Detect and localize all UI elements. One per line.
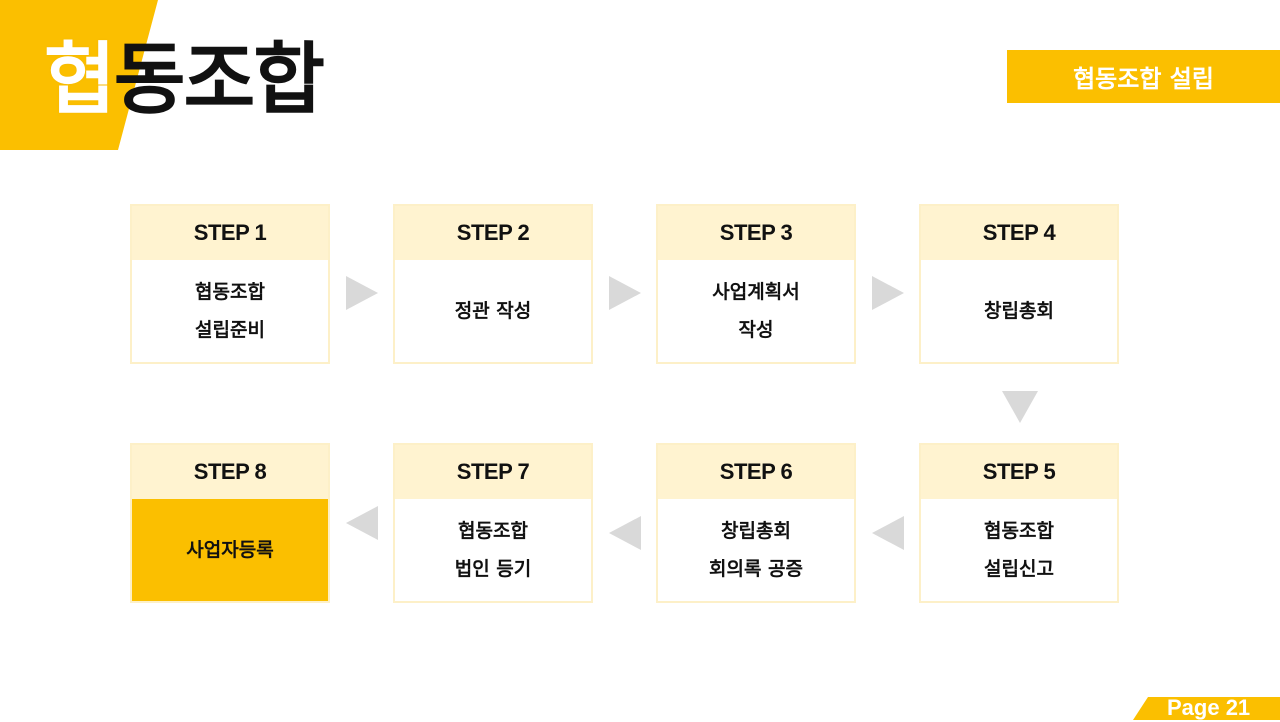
arrow-right-icon xyxy=(609,276,641,310)
step-description-line: 협동조합 xyxy=(195,281,265,303)
step-description-line: 회의록 공증 xyxy=(708,558,803,580)
step-description-line: 정관 작성 xyxy=(454,300,532,322)
step-label: STEP 4 xyxy=(921,206,1117,260)
page-title-rest: 동조합 xyxy=(113,35,325,125)
step-description-line: 작성 xyxy=(738,319,774,341)
arrow-left-icon xyxy=(609,516,641,550)
arrow-left-icon xyxy=(872,516,904,550)
step-card-2: STEP 2 정관 작성 xyxy=(393,204,593,364)
step-description-line: 사업자등록 xyxy=(186,539,274,561)
step-description-line: 협동조합 xyxy=(458,520,528,542)
step-description-line: 설립신고 xyxy=(984,558,1054,580)
page-title-first-char: 협 xyxy=(44,35,116,125)
step-card-3: STEP 3 사업계획서 작성 xyxy=(656,204,856,364)
bottom-right-accent-shape xyxy=(1133,697,1280,720)
step-description-line: 설립준비 xyxy=(195,319,265,341)
step-card-4: STEP 4 창립총회 xyxy=(919,204,1119,364)
arrow-down-icon xyxy=(1002,391,1038,423)
page-number: Page 21 xyxy=(1167,695,1251,720)
step-card-5: STEP 5 협동조합 설립신고 xyxy=(919,443,1119,603)
step-label: STEP 5 xyxy=(921,445,1117,499)
step-card-6: STEP 6 창립총회 회의록 공증 xyxy=(656,443,856,603)
step-description: 협동조합 설립준비 xyxy=(132,260,328,362)
step-description-line: 협동조합 xyxy=(984,520,1054,542)
arrow-right-icon xyxy=(346,276,378,310)
top-left-accent-shape xyxy=(0,0,158,150)
step-description: 사업자등록 xyxy=(132,499,328,601)
step-label: STEP 8 xyxy=(132,445,328,499)
step-description: 협동조합 설립신고 xyxy=(921,499,1117,601)
step-label: STEP 6 xyxy=(658,445,854,499)
step-card-8: STEP 8 사업자등록 xyxy=(130,443,330,603)
step-label: STEP 1 xyxy=(132,206,328,260)
step-description: 협동조합 법인 등기 xyxy=(395,499,591,601)
step-description-line: 법인 등기 xyxy=(454,558,532,580)
section-badge: 협동조합 설립 xyxy=(1007,50,1280,103)
step-description-line: 창립총회 xyxy=(721,520,791,542)
step-card-1: STEP 1 협동조합 설립준비 xyxy=(130,204,330,364)
step-card-7: STEP 7 협동조합 법인 등기 xyxy=(393,443,593,603)
step-description: 정관 작성 xyxy=(395,260,591,362)
arrow-left-icon xyxy=(346,506,378,540)
step-label: STEP 2 xyxy=(395,206,591,260)
step-label: STEP 7 xyxy=(395,445,591,499)
step-description-line: 창립총회 xyxy=(984,300,1054,322)
step-description: 사업계획서 작성 xyxy=(658,260,854,362)
arrow-right-icon xyxy=(872,276,904,310)
step-description-line: 사업계획서 xyxy=(712,281,800,303)
page-title: 협동조합 xyxy=(44,30,325,130)
step-description: 창립총회 xyxy=(921,260,1117,362)
step-label: STEP 3 xyxy=(658,206,854,260)
step-description: 창립총회 회의록 공증 xyxy=(658,499,854,601)
